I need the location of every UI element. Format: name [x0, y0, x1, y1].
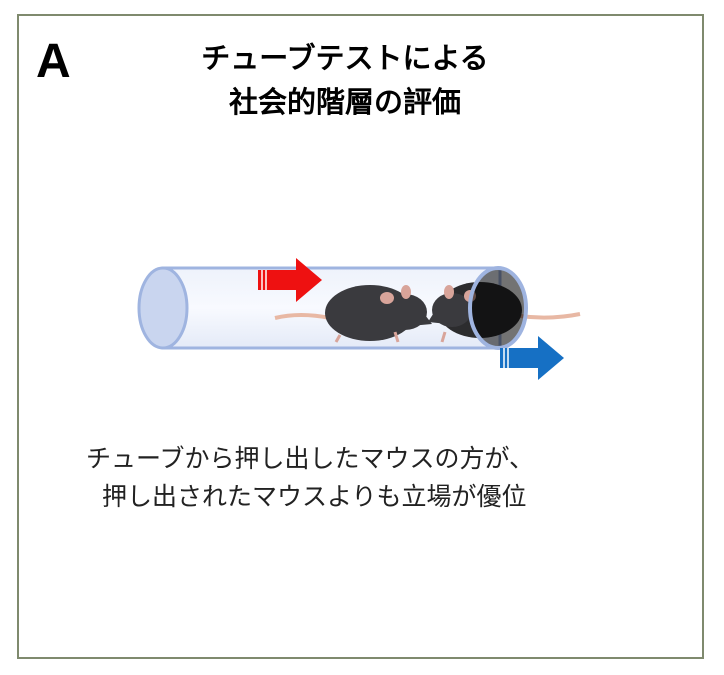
panel-frame — [17, 14, 704, 659]
mouse-pusher-icon — [274, 285, 432, 343]
panel-label: A — [36, 35, 71, 88]
panel-title: チューブテストによる 社会的階層の評価 — [140, 36, 550, 124]
description-line-2: 押し出されたマウスよりも立場が優位 — [102, 482, 527, 511]
description-line-1: チューブから押し出したマウスの方が、 — [86, 444, 535, 473]
description: チューブから押し出したマウスの方が、 押し出されたマウスよりも立場が優位 — [86, 440, 534, 516]
title-line-1: チューブテストによる — [201, 41, 489, 75]
tube-opening — [468, 266, 528, 350]
red-arrow-icon — [258, 258, 322, 302]
title-line-2: 社会的階層の評価 — [228, 85, 461, 119]
blue-arrow-icon — [500, 336, 564, 380]
